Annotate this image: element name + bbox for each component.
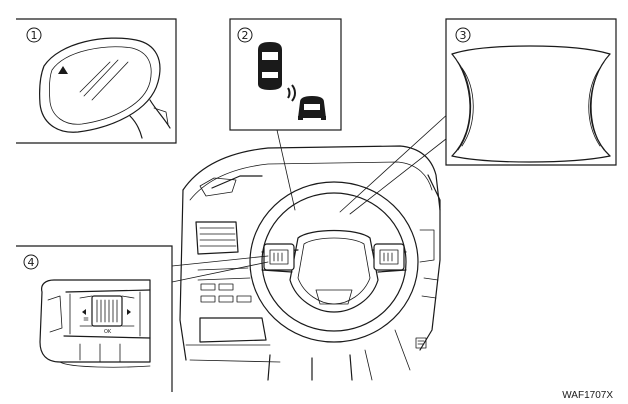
mirror-warning-icon [58, 66, 68, 74]
figure-code: WAF1707X [562, 390, 613, 401]
steering-switch-icon [39, 279, 151, 368]
switch-ok-label: OK [104, 329, 112, 335]
callout-3-label: 3 [460, 29, 467, 42]
dashboard-illustration [179, 145, 441, 381]
display-screen-icon [451, 45, 611, 163]
callout-1: 1 [26, 27, 42, 43]
inset-side-mirror [16, 18, 177, 144]
inset-display [445, 18, 617, 166]
inset-steering-switch: OK [16, 245, 173, 392]
vehicle-detection-icon [258, 42, 282, 90]
callout-1-label: 1 [31, 29, 38, 42]
callout-4: 4 [23, 254, 39, 270]
callout-2-label: 2 [242, 29, 249, 42]
leader-lines [171, 111, 461, 283]
callout-4-label: 4 [28, 256, 35, 269]
callout-2: 2 [237, 27, 253, 43]
callout-3: 3 [455, 27, 471, 43]
